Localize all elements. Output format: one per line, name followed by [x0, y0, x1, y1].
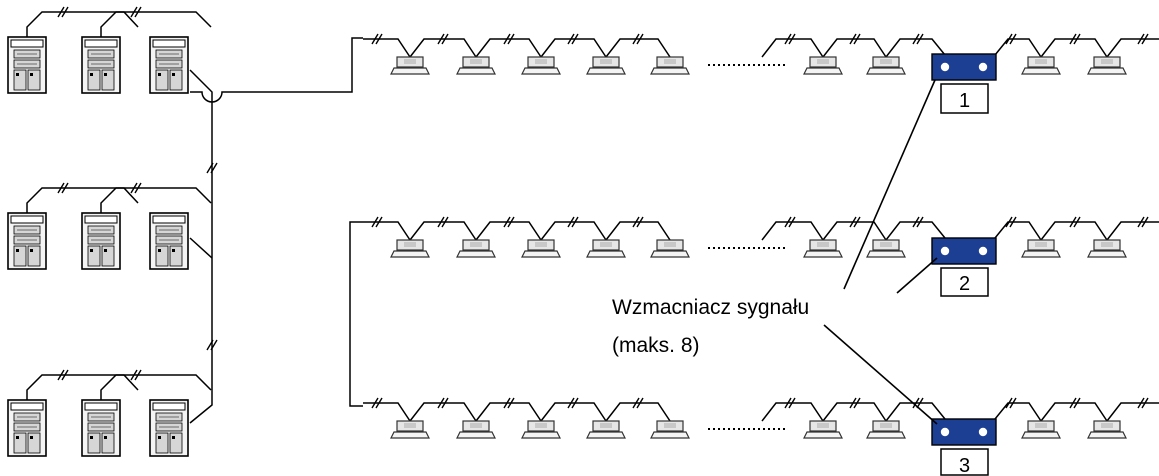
signal-amplifier-icon [931, 53, 997, 81]
cassette-indoor-unit-icon [1087, 420, 1127, 439]
outdoor-units-row-3 [7, 399, 189, 457]
indoor-row [363, 216, 1159, 258]
cassette-indoor-unit-icon [650, 420, 690, 439]
signal-amplifier-icon [931, 237, 997, 265]
cassette-indoor-unit-icon [521, 239, 561, 258]
cassette-indoor-unit-icon [1021, 56, 1061, 75]
cassette-indoor-unit-icon [1021, 420, 1061, 439]
indoor-row [363, 33, 1159, 75]
cassette-indoor-unit-icon [866, 56, 906, 75]
amplifier-3: 3 [931, 418, 997, 476]
indoor-row [363, 397, 1159, 439]
cassette-indoor-unit-icon [650, 239, 690, 258]
cassette-indoor-unit-icon [456, 239, 496, 258]
outdoor-unit-icon [7, 36, 47, 94]
outdoor-unit-icon [149, 399, 189, 457]
cassette-indoor-unit-icon [456, 56, 496, 75]
outdoor-unit-icon [81, 399, 121, 457]
outdoor-unit-icon [7, 212, 47, 270]
cassette-indoor-unit-icon [521, 420, 561, 439]
amplifier-2: 2 [931, 237, 997, 297]
cassette-indoor-unit-icon [521, 56, 561, 75]
cassette-indoor-unit-icon [803, 239, 843, 258]
cassette-indoor-unit-icon [586, 420, 626, 439]
cassette-indoor-unit-icon [866, 239, 906, 258]
cassette-indoor-unit-icon [803, 420, 843, 439]
amplifier-number-3: 3 [959, 455, 970, 476]
cassette-indoor-unit-icon [1087, 56, 1127, 75]
outdoor-group-1 [26, 6, 212, 37]
cassette-indoor-unit-icon [586, 239, 626, 258]
caption-line-1: Wzmacniacz sygnału [612, 296, 809, 319]
indoor-unit-rows [363, 33, 1159, 439]
outdoor-units-row-2 [7, 212, 189, 270]
outdoor-unit-icon [149, 212, 189, 270]
trunk-wiring [189, 37, 363, 424]
cassette-indoor-unit-icon [866, 420, 906, 439]
outdoor-units-row-1 [7, 36, 189, 94]
cassette-indoor-unit-icon [1021, 239, 1061, 258]
cassette-indoor-unit-icon [456, 420, 496, 439]
amplifier-number-1: 1 [959, 90, 970, 112]
outdoor-unit-icon [149, 36, 189, 94]
cassette-indoor-unit-icon [650, 56, 690, 75]
leader-lines [823, 79, 938, 425]
amplifier-number-2: 2 [959, 273, 970, 295]
cassette-indoor-unit-icon [390, 239, 430, 258]
caption-line-2: (maks. 8) [612, 334, 700, 357]
outdoor-unit-icon [81, 36, 121, 94]
cassette-indoor-unit-icon [586, 56, 626, 75]
outdoor-unit-icon [81, 212, 121, 270]
outdoor-unit-icon [7, 399, 47, 457]
cassette-indoor-unit-icon [1087, 239, 1127, 258]
outdoor-group-3 [26, 369, 212, 400]
cassette-indoor-unit-icon [390, 420, 430, 439]
amplifier-1: 1 [931, 53, 997, 114]
signal-amplifier-icon [931, 418, 997, 446]
cassette-indoor-unit-icon [803, 56, 843, 75]
cassette-indoor-unit-icon [390, 56, 430, 75]
outdoor-group-2 [26, 182, 212, 213]
